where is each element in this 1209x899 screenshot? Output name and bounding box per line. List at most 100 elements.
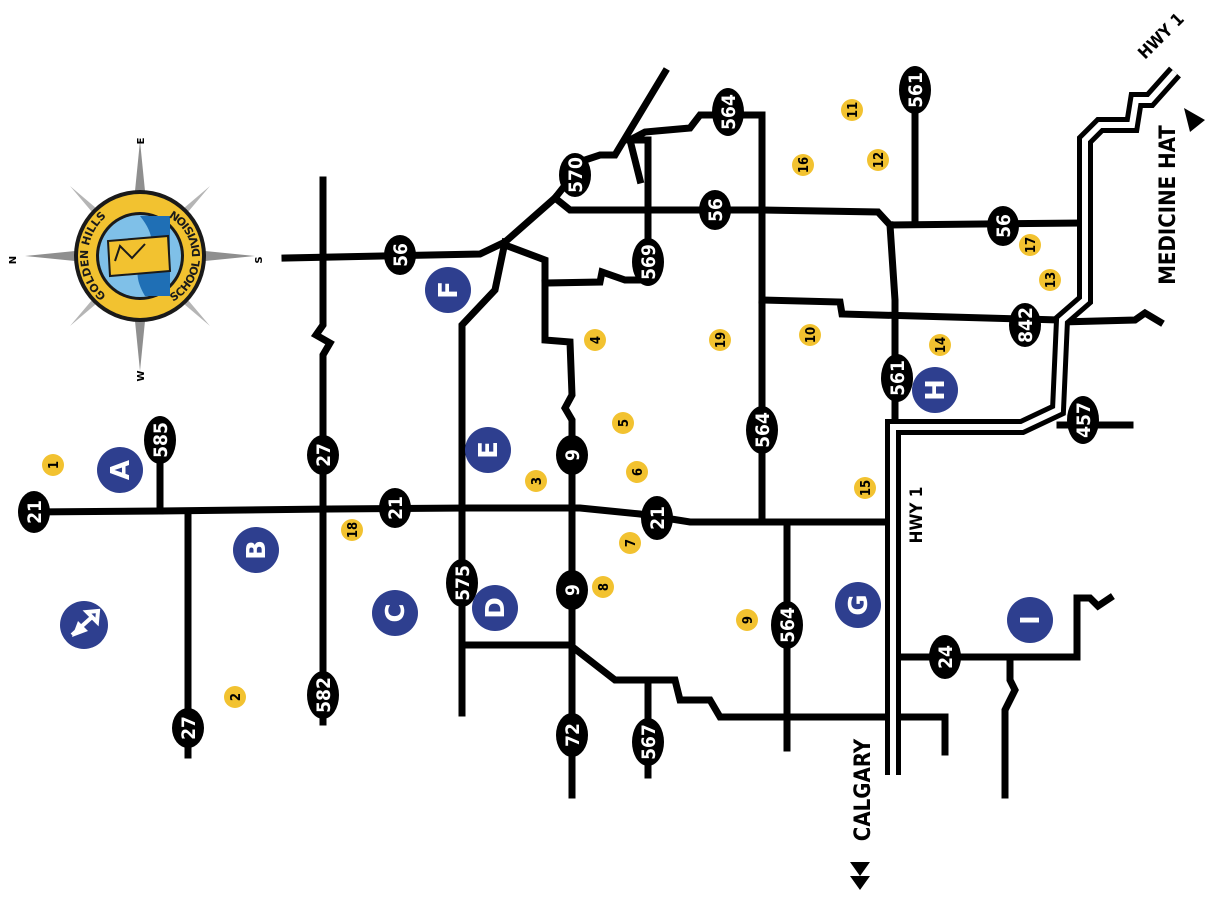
- highway-shield-label: 582: [313, 677, 335, 713]
- road-564-north: [724, 111, 766, 524]
- highway-shield-h56c: 56: [987, 206, 1019, 246]
- road-calgary-east: [881, 713, 949, 756]
- zone-label: H: [921, 379, 951, 401]
- school-marker-18: 18: [341, 519, 363, 541]
- highway-shield-label: 561: [905, 72, 927, 108]
- road-842: [758, 296, 1064, 324]
- highway-shield-h21b: 21: [379, 488, 411, 528]
- school-label: 7: [624, 539, 639, 547]
- highway-shield-h56a: 56: [384, 235, 416, 275]
- highway-shield-label: 27: [313, 443, 335, 467]
- north-arrow-icon: [60, 601, 108, 649]
- school-marker-1: 1: [42, 454, 64, 476]
- calgary-label: CALGARY: [851, 738, 876, 841]
- hwy1-north-label: HWY 1: [1134, 9, 1188, 63]
- highway-shield-label: 564: [752, 412, 774, 448]
- school-label: 18: [346, 522, 361, 538]
- school-label: 17: [1024, 237, 1039, 253]
- zone-label: D: [481, 597, 511, 619]
- zone-marker-a: A: [97, 447, 143, 493]
- school-label: 10: [804, 327, 819, 343]
- road-24-south: [1001, 653, 1019, 799]
- highway-shield-h564b: 564: [746, 406, 778, 454]
- zone-marker-i: I: [1007, 597, 1053, 643]
- compass-s: S: [254, 256, 265, 263]
- school-marker-10: 10: [799, 324, 821, 346]
- highway-shield-label: 56: [993, 214, 1015, 238]
- compass-w: W: [136, 370, 147, 381]
- school-marker-15: 15: [854, 477, 876, 499]
- zone-marker-b: B: [233, 527, 279, 573]
- zone-label: B: [242, 540, 272, 560]
- school-marker-12: 12: [867, 149, 889, 171]
- zone-label: I: [1016, 615, 1046, 625]
- road-24: [896, 593, 1115, 661]
- highway-shield-h56b: 56: [699, 190, 731, 230]
- school-marker-2: 2: [224, 686, 246, 708]
- school-label: 15: [859, 480, 874, 496]
- highway-shield-h561b: 561: [881, 354, 913, 402]
- school-label: 9: [741, 616, 756, 624]
- school-label: 12: [872, 152, 887, 168]
- school-marker-6: 6: [626, 461, 648, 483]
- highway-shield-h570: 570: [559, 153, 591, 197]
- highway-shield-label: 9: [562, 584, 584, 596]
- highway-shield-h457: 457: [1067, 396, 1099, 444]
- highway-shield-h24: 24: [929, 635, 961, 679]
- school-label: 5: [617, 419, 632, 427]
- road-575: [458, 237, 510, 717]
- highway-shield-h561a: 561: [899, 66, 931, 114]
- school-marker-19: 19: [709, 329, 731, 351]
- zone-label: E: [474, 441, 504, 459]
- highway-shield-h569: 569: [632, 238, 664, 286]
- school-label: 8: [597, 583, 612, 591]
- compass-e: E: [136, 137, 147, 144]
- school-marker-8: 8: [592, 576, 614, 598]
- school-label: 19: [714, 332, 729, 348]
- zone-marker-c: C: [372, 590, 418, 636]
- road-56-west: [281, 193, 560, 262]
- highway-shield-label: 24: [935, 645, 957, 669]
- road-842-east: [1056, 308, 1165, 327]
- zone-marker-h: H: [912, 367, 958, 413]
- highway-shield-label: 575: [452, 565, 474, 601]
- school-marker-4: 4: [584, 329, 606, 351]
- highway-shield-label: 21: [385, 496, 407, 520]
- highway-shield-h27a: 27: [172, 708, 204, 748]
- highway-shield-label: 561: [887, 360, 909, 396]
- highway-shield-label: 457: [1073, 402, 1095, 438]
- highway-shield-label: 27: [178, 716, 200, 740]
- medicine-hat-arrow-icon: [1184, 108, 1205, 132]
- school-marker-17: 17: [1019, 234, 1041, 256]
- highway-shield-h9b: 9: [556, 570, 588, 610]
- highway-shield-h9a: 9: [556, 435, 588, 475]
- highway-shield-h21a: 21: [18, 491, 50, 533]
- zone-label: F: [434, 281, 464, 299]
- highway-shield-h564a: 564: [712, 88, 744, 136]
- road-d-spur: [458, 641, 889, 721]
- highway-shield-label: 564: [718, 94, 740, 130]
- highway-shield-h72: 72: [556, 713, 588, 757]
- school-marker-16: 16: [792, 154, 814, 176]
- zone-markers: A B C D E F G H I: [97, 267, 1053, 643]
- school-marker-5: 5: [612, 412, 634, 434]
- highway-shield-h585: 585: [144, 416, 176, 464]
- highway-shield-h567: 567: [632, 718, 664, 766]
- school-label: 4: [589, 336, 604, 344]
- highway-shield-label: 21: [24, 500, 46, 524]
- highway-shield-label: 842: [1015, 307, 1037, 343]
- zone-marker-d: D: [472, 585, 518, 631]
- highway-shield-label: 564: [777, 607, 799, 643]
- zone-marker-g: G: [835, 582, 881, 628]
- highway-shield-h575: 575: [446, 559, 478, 607]
- road-570-b: [625, 135, 645, 185]
- highway-shield-label: 570: [565, 157, 587, 193]
- school-label: 11: [846, 102, 861, 118]
- school-marker-9: 9: [736, 609, 758, 631]
- school-label: 1: [47, 461, 62, 469]
- highway-shield-label: 56: [705, 198, 727, 222]
- school-division-seal-icon: GOLDEN HILLS SCHOOL DIVISION: [74, 190, 206, 322]
- road-to-564n: [625, 111, 732, 145]
